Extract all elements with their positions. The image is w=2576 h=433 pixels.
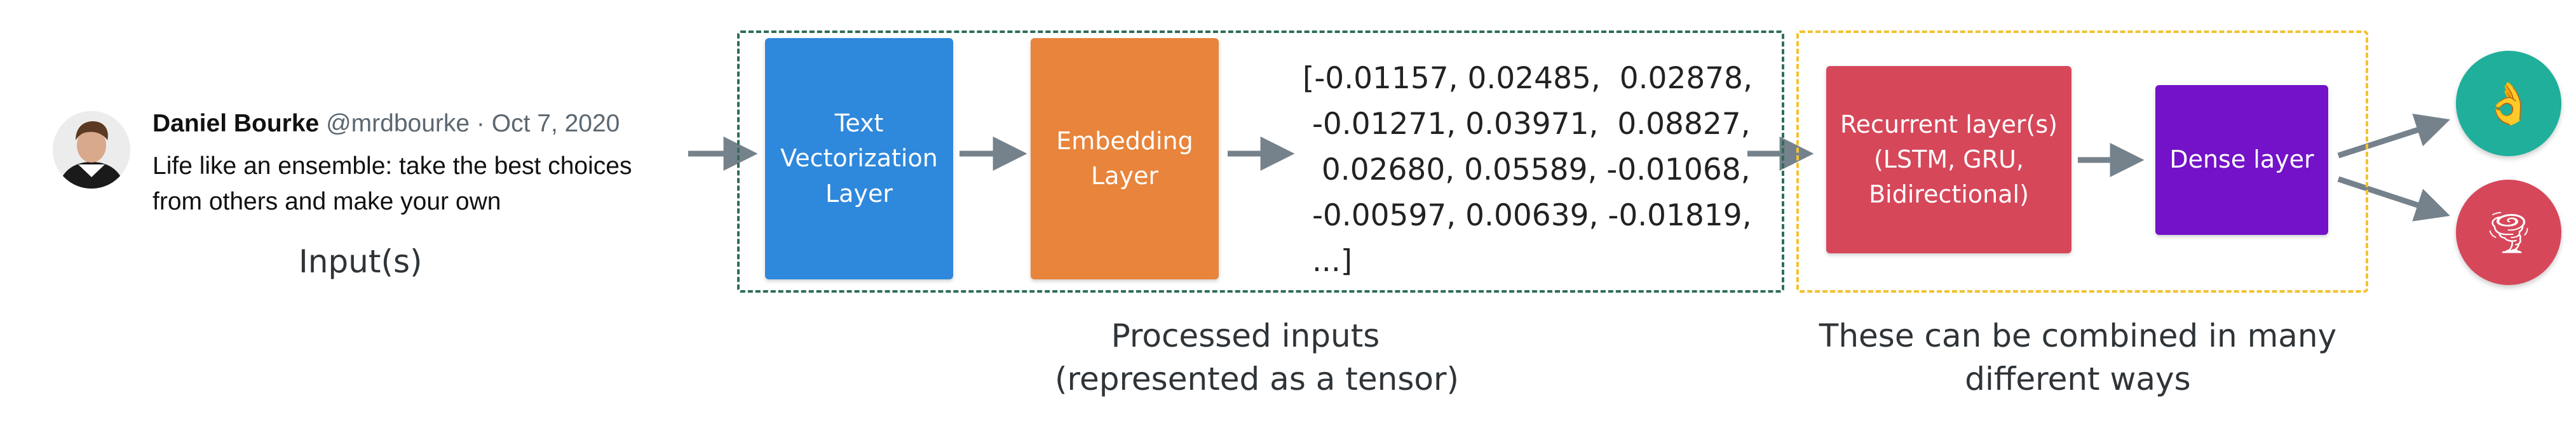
ok-hand-icon: 👌 [2483, 80, 2534, 128]
tornado-output: 🌪 [2456, 180, 2561, 285]
arrow-dense-to-ok-output [2337, 114, 2450, 159]
tweet-text-line-2: from others and make your own [153, 188, 501, 215]
avatar [53, 111, 130, 189]
processed-caption-line-1: Processed inputs [1111, 317, 1380, 354]
tornado-icon: 🌪 [2483, 209, 2535, 256]
recurrent-label-1: Recurrent layer(s) [1840, 110, 2058, 138]
text-vectorization-label-2: Vectorization [780, 144, 938, 173]
dense-label: Dense layer [2169, 145, 2314, 174]
person-avatar-icon [53, 111, 130, 189]
ok-output: 👌 [2456, 51, 2561, 156]
text-vectorization-layer: Text Vectorization Layer [765, 38, 953, 279]
processed-caption-line-2: (represented as a tensor) [1055, 361, 1460, 397]
embedding-label-2: Layer [1091, 162, 1158, 190]
tensor-line-4: -0.00597, 0.00639, -0.01819, [1303, 198, 1752, 233]
recurrent-label-3: Bidirectional) [1869, 180, 2029, 209]
tweet-header: Daniel Bourke @mrdbourke · Oct 7, 2020 [153, 110, 620, 138]
tensor-line-2: -0.01271, 0.03971, 0.08827, [1303, 107, 1751, 142]
recurrent-layer: Recurrent layer(s) (LSTM, GRU, Bidirecti… [1826, 66, 2071, 253]
combined-caption: These can be combined in many different … [1811, 317, 2345, 397]
text-vectorization-label-3: Layer [825, 179, 893, 208]
tweet-handle-date: @mrdbourke · Oct 7, 2020 [319, 110, 620, 137]
tensor-line-1: [-0.01157, 0.02485, 0.02878, [1303, 61, 1753, 96]
inputs-caption: Input(s) [299, 243, 423, 280]
text-vectorization-label-1: Text [834, 109, 884, 138]
arrow-dense-to-tornado-output [2337, 176, 2450, 222]
tweet-author-name: Daniel Bourke [153, 110, 320, 137]
recurrent-label-2: (LSTM, GRU, [1873, 145, 2024, 173]
combined-caption-line-2: different ways [1965, 361, 2191, 397]
combined-caption-line-1: These can be combined in many [1819, 317, 2337, 354]
embedding-label-1: Embedding [1056, 126, 1193, 155]
processed-inputs-group [737, 30, 1784, 293]
dense-layer: Dense layer [2155, 85, 2328, 235]
tweet-text-line-1: Life like an ensemble: take the best cho… [153, 152, 632, 180]
combinable-layers-group [1796, 30, 2368, 293]
processed-inputs-caption: Processed inputs (represented as a tenso… [1055, 317, 1460, 397]
tensor-line-3: 0.02680, 0.05589, -0.01068, [1303, 152, 1751, 187]
tensor-values: [-0.01157, 0.02485, 0.02878, -0.01271, 0… [1303, 56, 1752, 284]
embedding-layer: Embedding Layer [1031, 38, 1219, 279]
tensor-line-5: ...] [1303, 244, 1353, 279]
